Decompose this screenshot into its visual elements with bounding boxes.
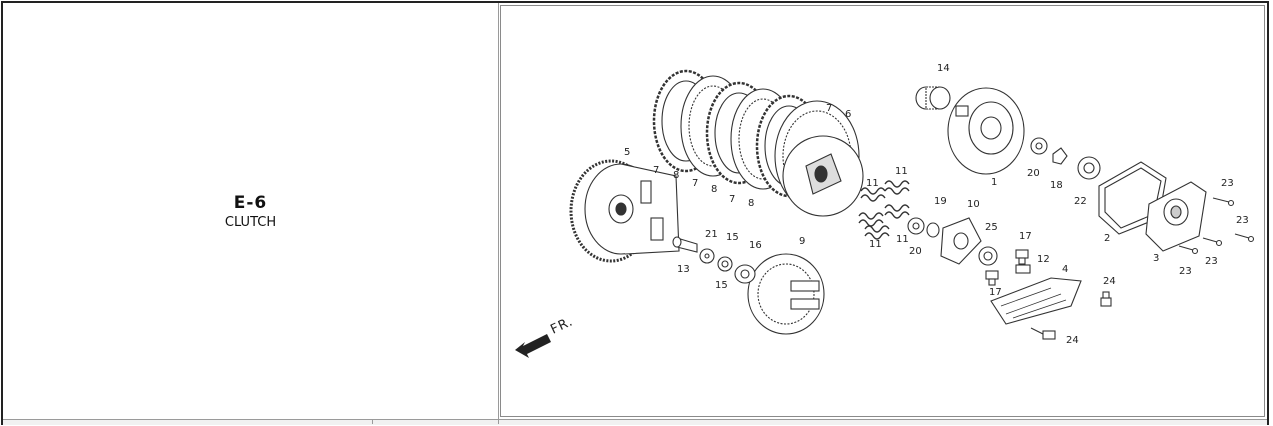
callout-number: 24	[1066, 335, 1079, 346]
callout-number: 11	[866, 178, 879, 189]
callout-number: 2	[1104, 233, 1110, 244]
callout-number: 6	[845, 109, 851, 120]
callout-number: 20	[1027, 168, 1040, 179]
bolts-24	[1030, 291, 1112, 340]
clutch-outer-housing	[569, 159, 680, 263]
callout-number: 8	[711, 184, 717, 195]
callout-number: 14	[937, 63, 950, 74]
callout-number: 13	[677, 264, 690, 275]
callout-number: 15	[726, 232, 739, 243]
callout-number: 3	[1153, 253, 1159, 264]
bottom-divider	[498, 419, 499, 424]
gasket-and-cover	[1098, 161, 1207, 252]
bolts-12-17	[985, 249, 1031, 286]
column-divider	[498, 3, 499, 419]
callout-number: 20	[909, 246, 922, 257]
section-code: E-6	[233, 192, 268, 213]
callout-number: 11	[895, 166, 908, 177]
callout-number: 7	[653, 165, 659, 176]
callout-number: 19	[934, 196, 947, 207]
callout-number: 7	[729, 194, 735, 205]
callout-number: 17	[989, 287, 1002, 298]
bottom-strip	[3, 419, 1267, 425]
hub-washers	[1030, 137, 1101, 180]
callout-number: 12	[1037, 254, 1050, 265]
callout-number: 8	[748, 198, 754, 209]
callout-number: 9	[799, 236, 805, 247]
lifter-parts	[907, 217, 998, 266]
clutch-lifter-cover	[990, 277, 1082, 325]
clutch-exploded-diagram: FR. 145787878761201822232323232311111111…	[515, 63, 1255, 358]
small-washers	[672, 236, 756, 284]
callout-number: 23	[1236, 215, 1249, 226]
callout-number: 21	[705, 229, 718, 240]
section-name: CLUTCH	[224, 214, 277, 230]
clutch-springs	[858, 180, 910, 240]
callout-number: 24	[1103, 276, 1116, 287]
callout-number: 23	[1205, 256, 1218, 267]
callout-number: 7	[826, 103, 832, 114]
callout-number: 23	[1221, 178, 1234, 189]
callout-number: 4	[1062, 264, 1068, 275]
front-label: FR.	[548, 314, 575, 337]
callout-number: 11	[896, 234, 909, 245]
bottom-divider	[372, 419, 373, 424]
pressure-plate	[747, 253, 825, 335]
callout-number: 25	[985, 222, 998, 233]
callout-number: 23	[1179, 266, 1192, 277]
bolts-23	[1178, 197, 1255, 255]
callout-number: 16	[749, 240, 762, 251]
callout-number: 11	[869, 239, 882, 250]
callout-number: 15	[715, 280, 728, 291]
callout-number: 18	[1050, 180, 1063, 191]
clutch-plate-stack	[652, 69, 864, 217]
front-direction-arrow: FR.	[515, 314, 576, 358]
callout-number: 1	[991, 177, 997, 188]
callout-number: 8	[673, 170, 679, 181]
callout-number: 17	[1019, 231, 1032, 242]
callout-number: 10	[967, 199, 980, 210]
callout-number: 22	[1074, 196, 1087, 207]
clutch-center-hub	[915, 86, 1025, 175]
callout-number: 5	[624, 147, 630, 158]
callout-number: 7	[692, 178, 698, 189]
section-header-cell: E-6 CLUTCH	[3, 3, 498, 419]
